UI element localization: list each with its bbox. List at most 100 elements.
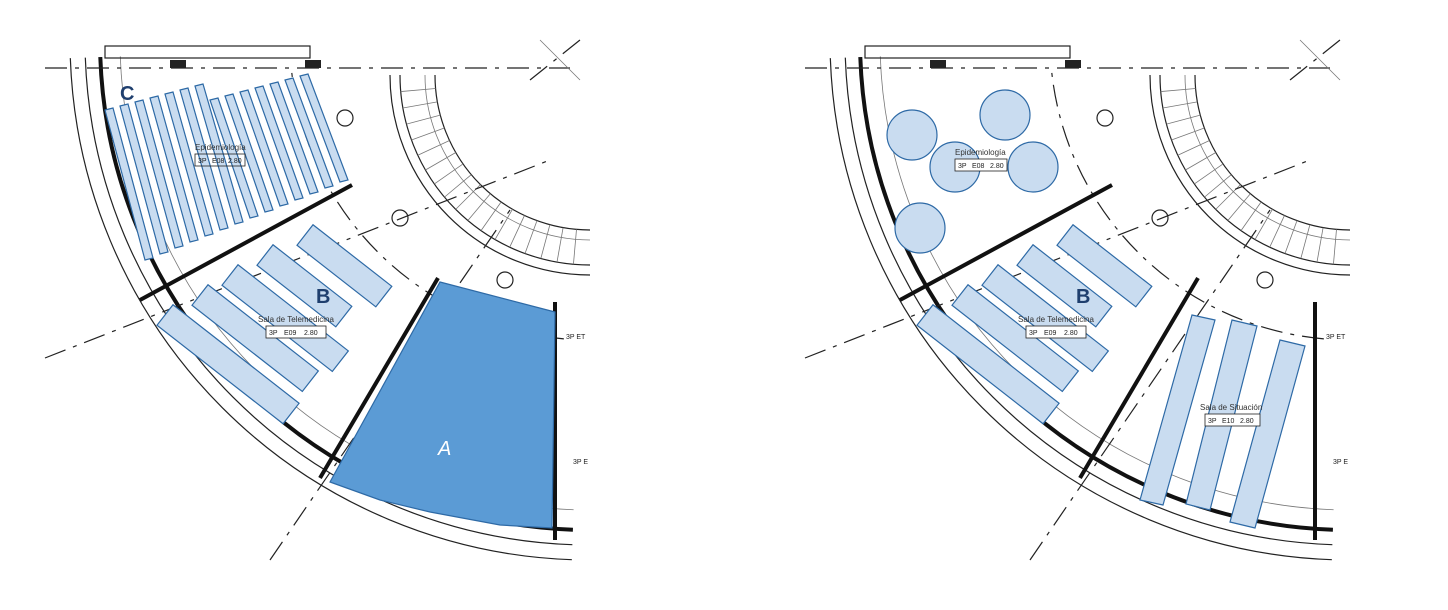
stair-tread [494, 209, 513, 240]
linear-desk [134, 99, 184, 249]
room-level: 3P [269, 330, 278, 337]
room-tag-box [954, 158, 1008, 172]
stair-core-wall [1149, 74, 1351, 276]
exterior-wall [844, 57, 1333, 546]
desk [1056, 223, 1153, 308]
room-code: E09 [1044, 330, 1057, 337]
linear-desk [224, 93, 274, 213]
round-table [894, 202, 946, 254]
door-tag-icon [1256, 271, 1274, 289]
stair-tread [400, 88, 436, 92]
zone-a-open-area [329, 281, 556, 529]
room-level: 3P [1208, 418, 1217, 425]
stair-tread [524, 220, 538, 254]
stair-tread [1240, 201, 1262, 231]
room-height: 2.80 [228, 158, 242, 165]
linear-desk [254, 85, 304, 201]
stair-tread [1300, 224, 1311, 259]
grid-axis [1029, 209, 1271, 561]
room-tag-epidemiologia: Epidemiología 3P E08 2.80 [194, 143, 246, 167]
stair-tread [467, 193, 491, 221]
room-name: Sala de Situación [1200, 403, 1262, 412]
exterior-wall [829, 58, 1332, 561]
room-code: E08 [212, 158, 225, 165]
grid-axis [44, 159, 551, 359]
stair-tread [417, 140, 450, 156]
round-tables [886, 89, 1059, 254]
room-level: 3P [958, 163, 967, 170]
linear-desk [209, 97, 259, 219]
stair-tread [1269, 215, 1285, 248]
room-height: 2.80 [1240, 418, 1254, 425]
linear-desk [269, 81, 319, 195]
floor-plan-option-right: B Epidemiología 3P E08 2.80 Sala de Tele… [804, 39, 1351, 561]
edge-tag: 3P E [1333, 459, 1348, 466]
room-level: 3P [198, 158, 207, 165]
desk [1016, 243, 1113, 328]
zone-b-label: B [316, 286, 330, 308]
stair-tread [402, 101, 438, 109]
stair-tread [1227, 193, 1251, 221]
stair-tread [1177, 140, 1210, 156]
room-code: E10 [1222, 418, 1235, 425]
column [305, 60, 321, 68]
grid-axis [804, 159, 1311, 359]
exterior-wall [84, 57, 573, 546]
stair-core-wall [424, 74, 591, 241]
round-table [886, 109, 938, 161]
stair-tread [434, 163, 464, 185]
linear-desk [119, 103, 169, 255]
desk [951, 283, 1080, 393]
partition-wall [139, 183, 353, 302]
room-name: Epidemiología [195, 143, 246, 152]
stair-tread [1204, 174, 1232, 198]
room-tag-box [194, 153, 246, 167]
door-tag-icon [336, 109, 354, 127]
stair-tread [1166, 114, 1201, 125]
room-level: 3P [1029, 330, 1038, 337]
long-table [1229, 339, 1306, 529]
stair-tread [444, 174, 472, 198]
column [1065, 60, 1081, 68]
desk [296, 223, 393, 308]
door-tag-icon [1151, 209, 1169, 227]
desk [916, 303, 1060, 425]
column [930, 60, 946, 68]
linear-desk [164, 91, 214, 237]
partition-wall [318, 276, 440, 480]
door-tag-icon [496, 271, 514, 289]
desk [156, 303, 300, 425]
edge-tag: 3P ET [1326, 334, 1346, 341]
stair-tread [406, 114, 441, 125]
stair-tread [1254, 209, 1273, 240]
stair-tread [1333, 229, 1337, 265]
stair-tread [425, 152, 456, 171]
window [104, 45, 311, 59]
door-tag-icon [391, 209, 409, 227]
edge-tag: 3P E [573, 459, 588, 466]
zone-a-label: A [437, 438, 451, 460]
room-code: E09 [284, 330, 297, 337]
room-tag-situacion: Sala de Situación 3P E10 2.80 [1200, 403, 1262, 427]
stair-tread [480, 201, 502, 231]
door-tag-icon [1096, 109, 1114, 127]
grid-axis [539, 39, 581, 81]
grid-axis [1299, 39, 1341, 81]
stair-core-wall [1184, 74, 1351, 241]
long-table [1139, 314, 1216, 506]
zone-b-desks [916, 223, 1153, 425]
room-height: 2.80 [1064, 330, 1078, 337]
edge-tag: 3P ET [566, 334, 586, 341]
room-name: Sala de Telemedicina [1018, 315, 1094, 324]
linear-desk [284, 77, 334, 189]
stair-tread [1194, 163, 1224, 185]
stair-tread [1185, 152, 1216, 171]
zone-c-label: C [120, 83, 134, 105]
round-table [979, 89, 1031, 141]
room-tag-telemedicina: Sala de Telemedicina 3P E09 2.80 [258, 315, 334, 339]
room-height: 2.80 [990, 163, 1004, 170]
zone-b-desks [156, 223, 393, 425]
linear-desk [239, 89, 289, 207]
room-height: 2.80 [304, 330, 318, 337]
partition-wall [899, 183, 1113, 302]
